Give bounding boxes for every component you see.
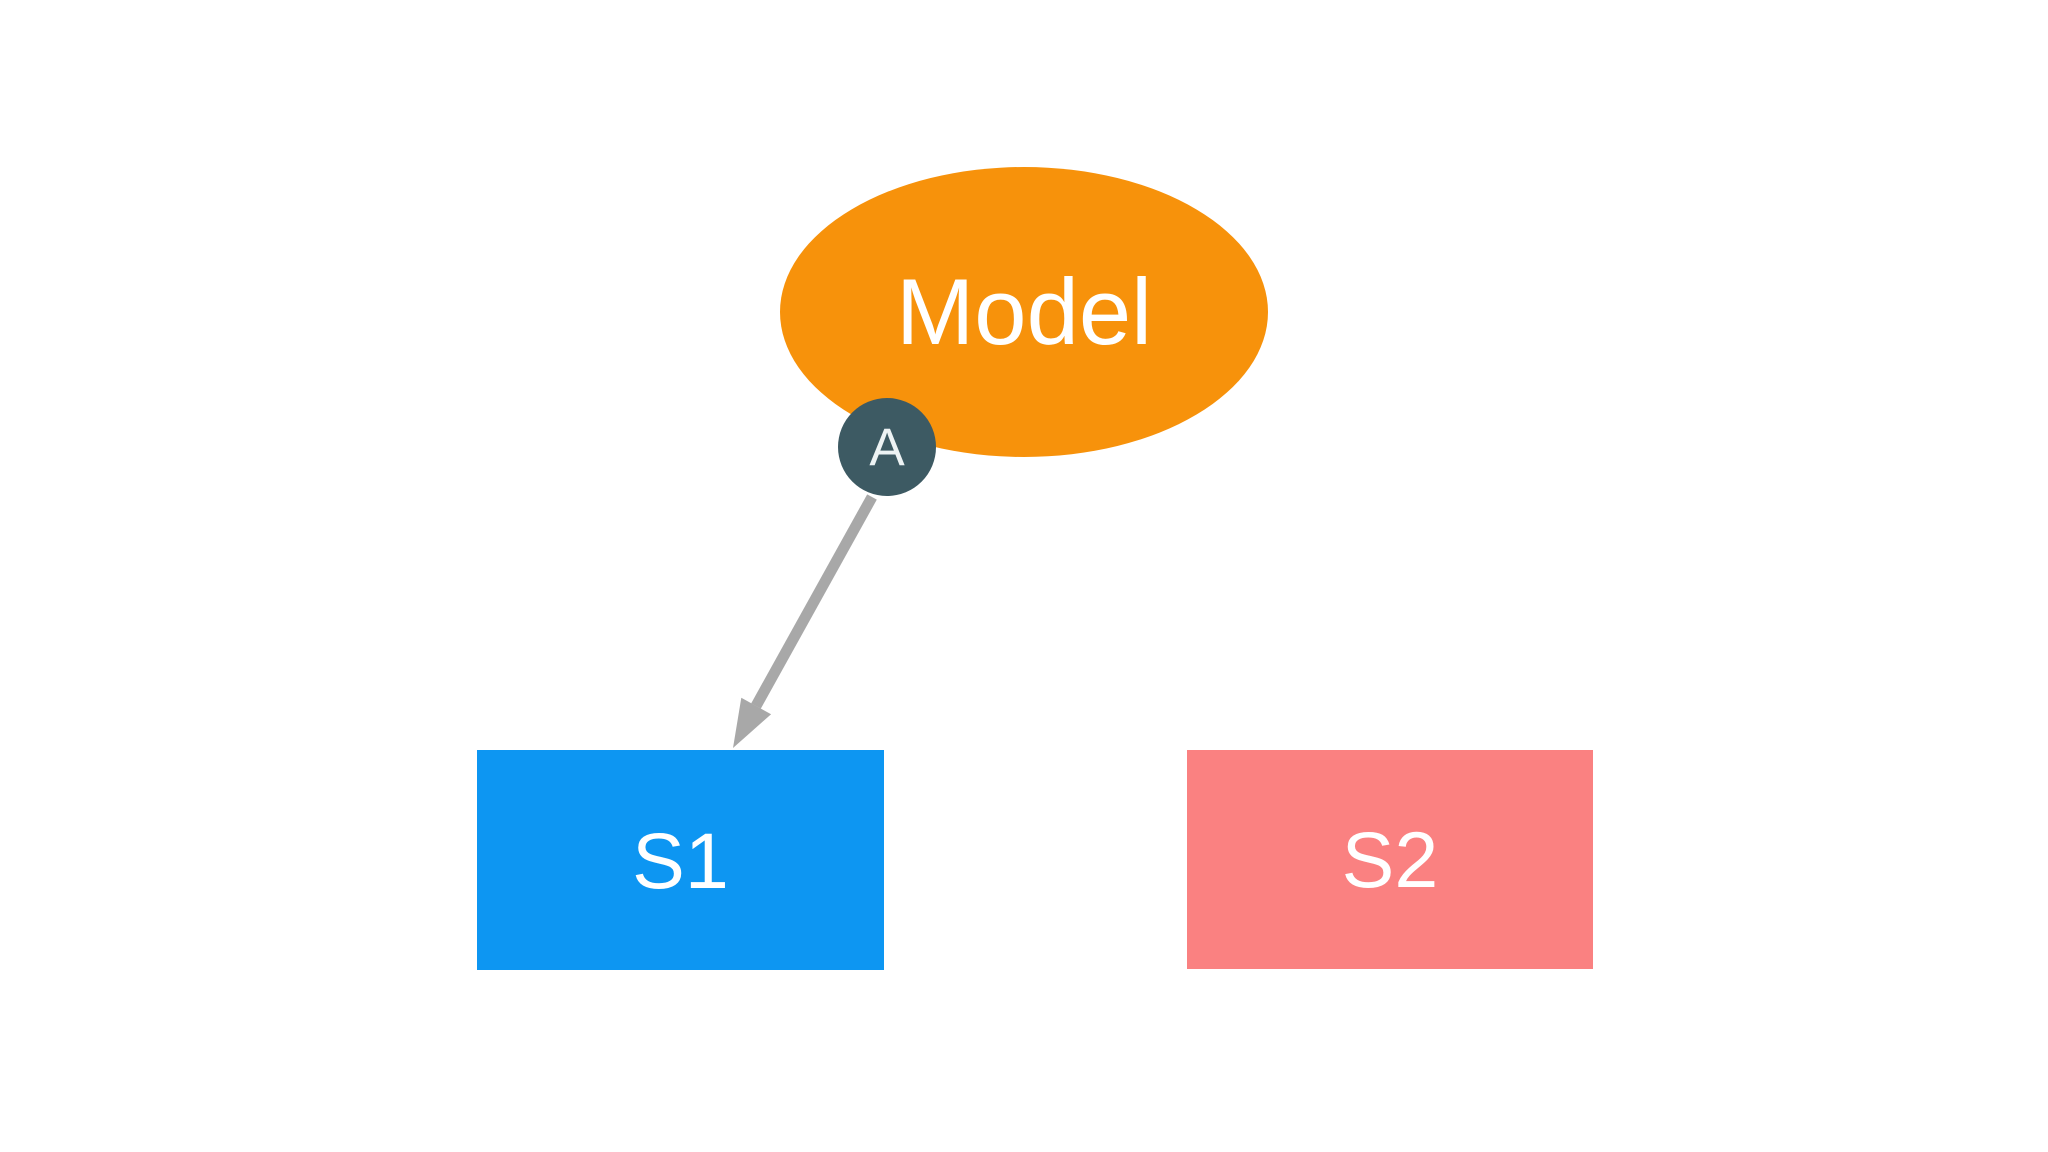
node-s1[interactable]: S1 <box>477 750 884 970</box>
node-s2-label: S2 <box>1341 815 1439 904</box>
node-s2[interactable]: S2 <box>1187 750 1593 969</box>
node-badge-a[interactable]: A <box>838 398 936 496</box>
node-model-label: Model <box>895 259 1153 364</box>
edge-line <box>751 494 877 709</box>
node-s1-label: S1 <box>632 815 729 905</box>
node-badge-a-label: A <box>869 417 905 477</box>
edge-arrowhead-icon <box>733 697 772 748</box>
